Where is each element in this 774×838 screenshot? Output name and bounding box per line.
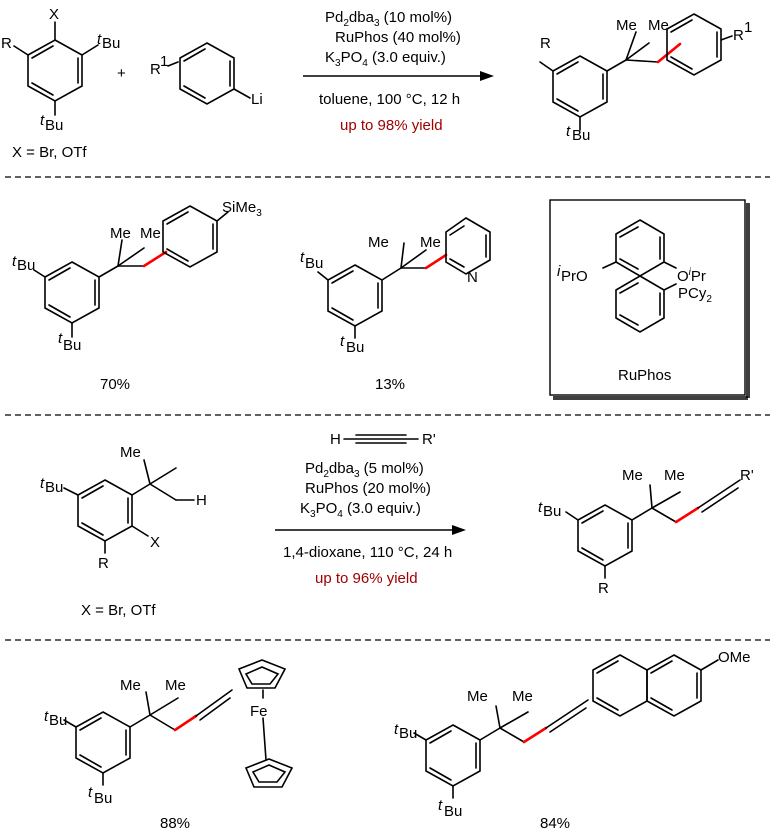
alkyne-h-label: H [330, 431, 341, 448]
aryl-halide-reactant: X R t Bu t Bu X = Br, OTf [1, 6, 120, 161]
methyl-label: Me [616, 17, 637, 34]
solvent-conditions: 1,4-dioxane, 110 °C, 24 h [283, 544, 452, 561]
tert-prefix: t [438, 797, 443, 814]
r1-label: R [733, 27, 744, 44]
r1-superscript: 1 [160, 53, 168, 70]
reaction-arrow-1 [303, 71, 494, 81]
r-substituent-label: R [540, 35, 551, 52]
yield-label: 84% [540, 815, 570, 832]
isopropoxy-label: PrO [561, 268, 588, 285]
tert-prefix: t [300, 249, 305, 266]
example-product-naphthyl: t Bu t Bu Me Me OMe 84% [394, 649, 751, 832]
tert-prefix: t [538, 499, 543, 516]
methyl-label: Me [120, 677, 141, 694]
r-substituent-label: R [98, 555, 109, 572]
yield-note: up to 96% yield [315, 570, 418, 587]
tbu-label: Bu [45, 117, 63, 134]
lithium-label: Li [251, 91, 263, 108]
reaction-arrow-2 [275, 525, 466, 535]
example-product-pyridyl: t Bu t Bu Me Me N 13% [300, 217, 491, 393]
tert-prefix: t [394, 721, 399, 738]
methyl-label: Me [140, 225, 161, 242]
yield-label: 70% [100, 376, 130, 393]
methyl-label: Me [512, 688, 533, 705]
tbu-label: Bu [63, 337, 81, 354]
product-r-label: R' [740, 467, 754, 484]
tbu-label: Bu [346, 339, 364, 356]
methyl-label: Me [165, 677, 186, 694]
tert-prefix: t [40, 112, 45, 129]
svg-text:Pd2dba3 (10 mol%): Pd2dba3 (10 mol%) [325, 9, 452, 29]
tbu-label: Bu [305, 255, 323, 272]
r-substituent-label: R [598, 580, 609, 597]
tbu-label: Bu [17, 257, 35, 274]
tert-prefix: t [97, 31, 102, 48]
methyl-label: Me [648, 17, 669, 34]
methyl-label: Me [120, 444, 141, 461]
ligand-loading: RuPhos (20 mol%) [305, 480, 431, 497]
methyl-label: Me [622, 467, 643, 484]
solvent-conditions: toluene, 100 °C, 12 h [319, 91, 460, 108]
ligand-name: RuPhos [618, 367, 671, 384]
tbu-label: Bu [572, 127, 590, 144]
tbu-label: Bu [399, 725, 417, 742]
yield-label: 13% [375, 376, 405, 393]
product-1: R t Bu Me Me R 1 [539, 13, 752, 144]
dicyclohexylphosphino-label: PCy [678, 285, 707, 302]
example-product-silyl: t Bu t Bu Me Me SiMe3 70% [12, 199, 262, 393]
yield-label: 88% [160, 815, 190, 832]
methyl-label: Me [664, 467, 685, 484]
r1-superscript: 1 [744, 19, 752, 36]
svg-text:PCy2: PCy2 [678, 285, 712, 305]
methyl-label: Me [467, 688, 488, 705]
x-definition: X = Br, OTf [81, 602, 156, 619]
tert-prefix: t [58, 330, 63, 347]
aryllithium-reactant: R 1 Li [150, 42, 263, 108]
svg-text:Pd2dba3 (5 mol%): Pd2dba3 (5 mol%) [305, 460, 424, 480]
svg-text:K3PO4 (3.0 equiv.): K3PO4 (3.0 equiv.) [300, 500, 421, 520]
tert-prefix: t [44, 708, 49, 725]
tert-prefix: t [88, 784, 93, 801]
halide-x-label: X [150, 534, 160, 551]
methyl-label: Me [368, 234, 389, 251]
tert-prefix: t [12, 253, 17, 270]
conditions-2: Pd2dba3 (5 mol%) RuPhos (20 mol%) K3PO4 … [283, 460, 452, 587]
halide-x-label: X [49, 6, 59, 23]
tert-prefix: t [340, 333, 345, 350]
tbu-label: Bu [94, 790, 112, 807]
conditions-1: Pd2dba3 (10 mol%) RuPhos (40 mol%) K3PO4… [319, 9, 461, 134]
example-product-ferrocenyl: t Bu t Bu Me Me Fe 88% [44, 659, 294, 832]
yield-note: up to 98% yield [340, 117, 443, 134]
methyl-label: Me [420, 234, 441, 251]
tert-prefix: t [40, 475, 45, 492]
aryl-halide-substrate-2: t Bu Me H X R X = Br, OTf [40, 444, 207, 619]
tbu-label: Bu [543, 503, 561, 520]
r1-label: R [150, 61, 161, 78]
ligand-loading: RuPhos (40 mol%) [335, 29, 461, 46]
tbu-label: Bu [45, 479, 63, 496]
methoxy-label: OMe [718, 649, 751, 666]
alkyne-r-label: R' [422, 431, 436, 448]
iron-label: Fe [250, 703, 268, 720]
plus-sign: + [117, 65, 126, 82]
trimethylsilyl-label: SiMe [222, 199, 256, 216]
tbu-label: Bu [49, 712, 67, 729]
alkyne-reagent: H R' [330, 431, 436, 448]
tert-prefix: t [566, 123, 571, 140]
svg-text:K3PO4 (3.0 equiv.): K3PO4 (3.0 equiv.) [325, 49, 446, 69]
tbu-label: Bu [102, 35, 120, 52]
x-definition: X = Br, OTf [12, 144, 87, 161]
hydrogen-label: H [196, 492, 207, 509]
svg-text:SiMe3: SiMe3 [222, 199, 262, 219]
product-2: t Bu Me Me R' R [538, 467, 754, 597]
methyl-label: Me [110, 225, 131, 242]
ruphos-ligand-box: i PrO OiPr PCy2 RuPhos [549, 199, 750, 400]
pyridine-nitrogen: N [467, 269, 478, 286]
r-substituent-label: R [1, 35, 12, 52]
tbu-label: Bu [444, 803, 462, 820]
svg-text:OiPr: OiPr [677, 267, 706, 285]
iso-prefix: i [557, 263, 561, 280]
